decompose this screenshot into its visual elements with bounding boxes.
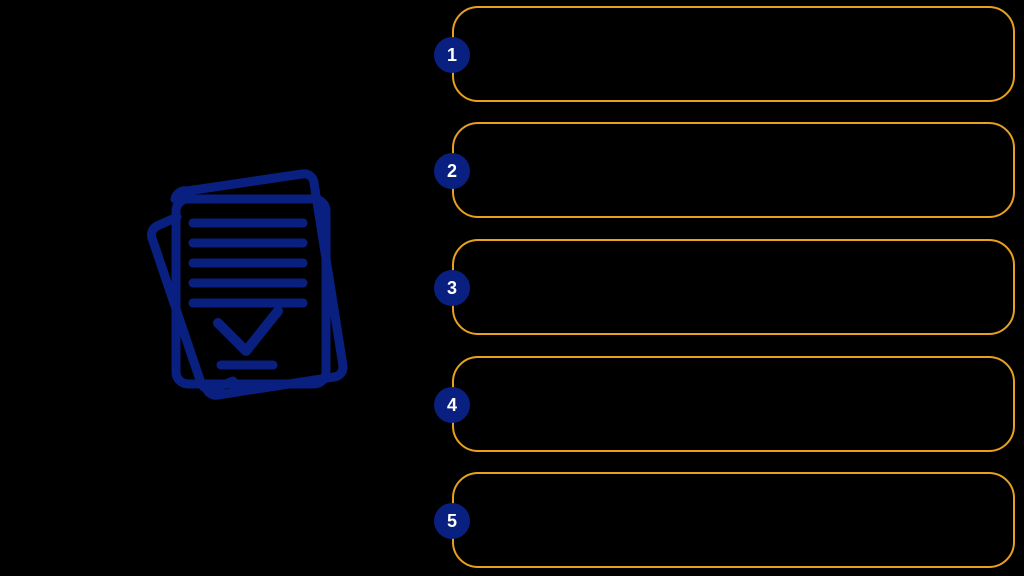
front-sheet-shape [171, 194, 331, 389]
document-text-lines [188, 218, 308, 308]
step-item-3[interactable]: 3 [434, 239, 1024, 337]
stacked-documents-with-checkmark-icon [130, 160, 370, 420]
step-text-1 [484, 24, 994, 84]
step-number-badge-3: 3 [434, 270, 470, 306]
step-text-2 [484, 140, 994, 200]
step-number-badge-5: 5 [434, 503, 470, 539]
step-text-4 [484, 374, 994, 434]
step-item-5[interactable]: 5 [434, 472, 1024, 570]
step-number-badge-2: 2 [434, 153, 470, 189]
step-item-1[interactable]: 1 [434, 6, 1024, 104]
check-mark-shape [213, 306, 283, 356]
step-text-3 [484, 257, 994, 317]
numbered-steps-list: 1 2 3 4 5 [434, 0, 1024, 576]
step-item-2[interactable]: 2 [434, 122, 1024, 220]
step-number-badge-4: 4 [434, 387, 470, 423]
step-text-5 [484, 490, 994, 550]
step-item-4[interactable]: 4 [434, 356, 1024, 454]
step-number-badge-1: 1 [434, 37, 470, 73]
back-sheet-right-shape [170, 169, 348, 400]
